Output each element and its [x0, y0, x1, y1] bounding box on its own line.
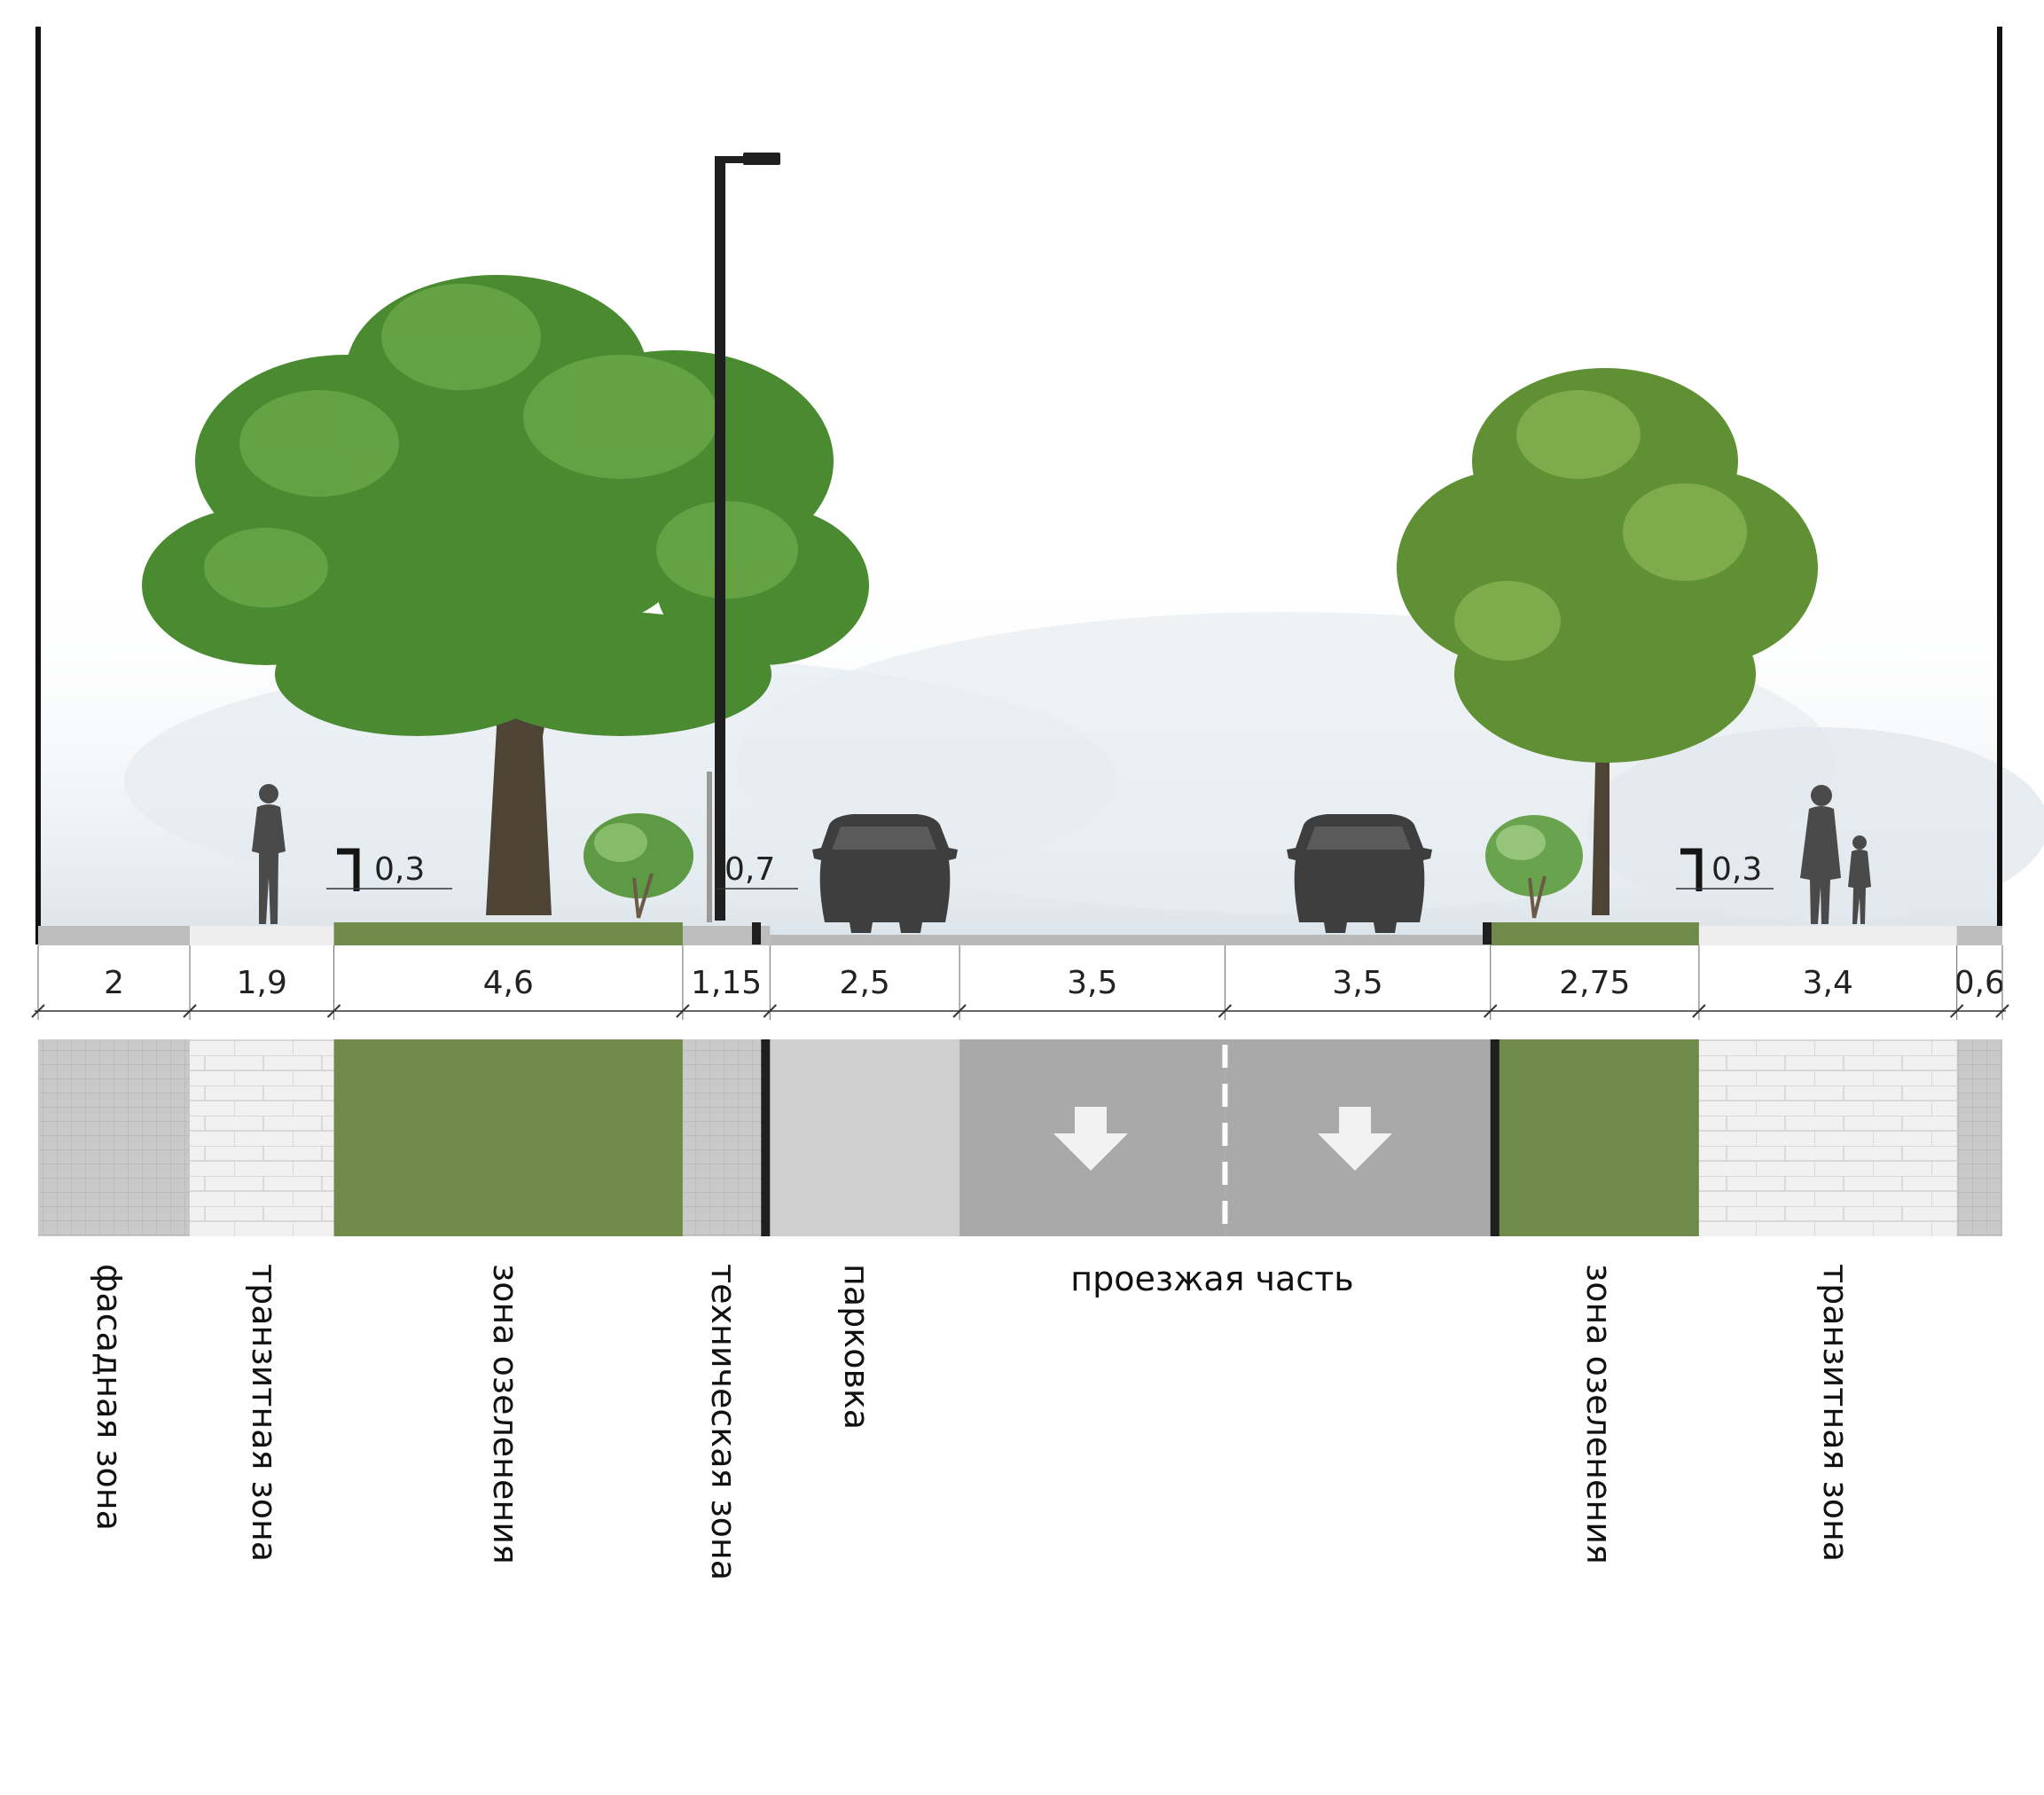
- lane-arrow-icon: [1318, 1107, 1392, 1171]
- street-lamp-icon: [707, 153, 780, 922]
- lane-divider: [1222, 1201, 1228, 1224]
- plan-segment-tile: [1956, 1039, 2002, 1236]
- ground-segment-parking: [770, 935, 960, 945]
- ground-segment-grass: [1490, 922, 1699, 945]
- plan-segment-paver: [1698, 1039, 1957, 1236]
- left-facade-line: [35, 27, 41, 945]
- curb-label-left: 0,3: [374, 851, 425, 888]
- plan-segment-parking: [770, 1039, 960, 1236]
- ground-segment-paver: [1698, 926, 1957, 945]
- shrub-icon: [1485, 815, 1583, 919]
- plan-curb: [761, 1039, 771, 1236]
- dimension-label: 2,75: [1559, 965, 1630, 1001]
- dimension-label: 2,5: [840, 965, 890, 1001]
- dimension-chain: 2 1,9 4,6 1,15 2,5 3,5 3,5 2,75 3,4 0,6: [31, 945, 2009, 1020]
- zone-label-parking: парковка: [837, 1264, 876, 1430]
- dimension-tick: [1218, 1004, 1233, 1018]
- plan-segment-grass: [1490, 1039, 1699, 1236]
- lane-divider: [1222, 1084, 1228, 1107]
- plan-segment-grass: [333, 1039, 683, 1236]
- bollard-icon: [337, 848, 360, 891]
- dimension-tick: [763, 1004, 777, 1018]
- dimension-tick: [1995, 1004, 2009, 1018]
- tree-icon: [1397, 368, 1818, 915]
- ground-segment-tile: [682, 926, 771, 945]
- tree-icon: [142, 275, 869, 915]
- ground-segment-tile: [1956, 926, 2002, 945]
- curb-dimension-tech: 0,7: [717, 851, 798, 890]
- zone-label-green-right: зона озеленения: [1579, 1264, 1618, 1564]
- curb: [1483, 922, 1492, 945]
- pedestrian-icon: [1848, 835, 1871, 924]
- zone-label-green-left: зона озеленения: [486, 1264, 525, 1564]
- dimension-label: 1,15: [691, 965, 762, 1001]
- zone-label-transit-left: транзитная зона: [245, 1264, 284, 1562]
- ground-segment-road: [959, 935, 1226, 945]
- curb-dimension-right: 0,3: [1676, 851, 1774, 890]
- bollard-icon: [1680, 848, 1703, 891]
- curb-label-tech: 0,7: [724, 851, 775, 888]
- dimension-label: 4,6: [483, 965, 534, 1001]
- dimension-tick: [1949, 1004, 1964, 1018]
- dimension-tick: [952, 1004, 967, 1018]
- right-facade-line: [1997, 27, 2002, 945]
- dimension-tick: [183, 1004, 197, 1018]
- lane-divider: [1222, 1240, 1228, 1263]
- plan-segment-paver: [190, 1039, 334, 1236]
- ground-segment-grass: [333, 922, 683, 945]
- ground-segment-paver: [190, 926, 334, 945]
- car-icon: [1287, 814, 1432, 933]
- lane-divider: [1222, 1162, 1228, 1185]
- ground-segment-road: [1225, 935, 1491, 945]
- dimension-label: 3,5: [1067, 965, 1117, 1001]
- lane-divider: [1222, 1045, 1228, 1068]
- dimension-tick: [1484, 1004, 1498, 1018]
- lane-arrow-icon: [1053, 1107, 1128, 1171]
- ground-strip: [38, 922, 2002, 945]
- zone-label-technical: техническая зона: [704, 1264, 743, 1580]
- zone-label-facade: фасадная зона: [90, 1264, 129, 1531]
- pedestrian-icon: [1800, 785, 1841, 924]
- dimension-label: 2: [104, 965, 124, 1001]
- plan-segment-tile: [682, 1039, 771, 1236]
- plan-curb: [1490, 1039, 1500, 1236]
- dimension-tick: [326, 1004, 341, 1018]
- curb-dimension-left: 0,3: [326, 851, 452, 890]
- dimension-label: 3,5: [1332, 965, 1382, 1001]
- curb: [752, 922, 761, 945]
- lane-divider: [1222, 1123, 1228, 1146]
- shrub-icon: [583, 813, 693, 919]
- dimension-label: 1,9: [237, 965, 287, 1001]
- dimension-label: 3,4: [1803, 965, 1853, 1001]
- zone-label-carriageway: проезжая часть: [1070, 1259, 1353, 1298]
- ground-segment-tile: [38, 926, 191, 945]
- dimension-label: 0,6: [1954, 965, 2005, 1001]
- dimension-tick: [31, 1004, 45, 1018]
- car-icon: [812, 814, 958, 933]
- zone-label-transit-right: транзитная зона: [1816, 1264, 1855, 1562]
- curb-label-right: 0,3: [1711, 851, 1762, 888]
- dimension-tick: [676, 1004, 690, 1018]
- plan-segment-tile: [38, 1039, 191, 1236]
- plan-strip: [38, 1039, 2002, 1263]
- pedestrian-icon: [252, 784, 286, 924]
- dimension-tick: [1692, 1004, 1706, 1018]
